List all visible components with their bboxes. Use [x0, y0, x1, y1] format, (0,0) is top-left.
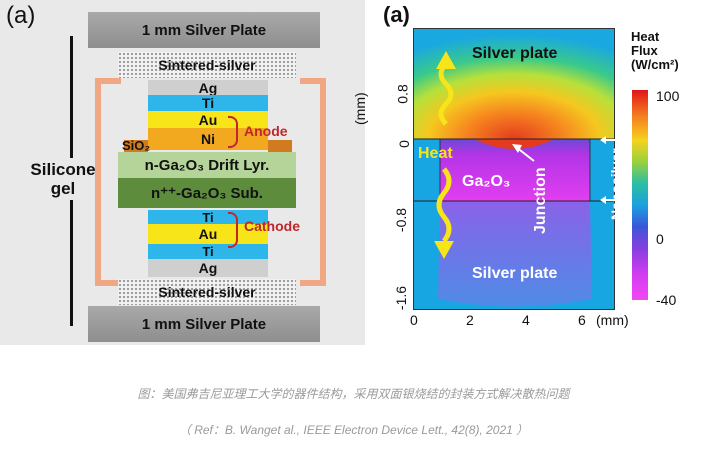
x-tick-0: 0 [410, 312, 418, 328]
substrate-layer: n⁺⁺-Ga₂O₃ Sub. [118, 178, 296, 208]
cathode-brace [228, 212, 238, 248]
au-bottom-layer: Au [148, 224, 268, 244]
right-bracket [300, 78, 326, 286]
bottom-sintered-silver: Sintered-silver [118, 279, 296, 305]
sio2-left-block [124, 140, 148, 152]
ti-bottom-layer-1: Ti [148, 210, 268, 225]
colorbar-tick-0: 0 [656, 231, 664, 247]
anode-brace [228, 116, 238, 148]
left-panel-label: (a) [6, 2, 36, 29]
cathode-label: Cathode [244, 218, 300, 234]
junction-hotspot [474, 139, 554, 149]
y-tick-0.8: 0.8 [394, 84, 411, 104]
anode-label: Anode [244, 123, 288, 139]
silicone-label-line1: Silicone [30, 160, 96, 179]
x-axis-unit: (mm) [596, 312, 629, 328]
ni-layer: Ni [148, 128, 268, 150]
colorbar-tick-neg40: -40 [656, 292, 677, 308]
nanosilver-arrow-top-head [600, 136, 606, 144]
silicone-label-line2: gel [50, 179, 76, 198]
sio2-label: SiO₂ [122, 138, 151, 153]
device-structure-panel: (a) Silicone gel 1 mm Silver Plate Sinte… [0, 0, 365, 345]
colorbar-title-line3: (W/cm²) [631, 57, 679, 72]
heat-flux-field [414, 29, 614, 309]
top-silver-plate: 1 mm Silver Plate [88, 12, 320, 48]
ga2o3-label: Ga₂O₃ [462, 173, 511, 190]
nanosilver-label: Nanosilver [608, 148, 624, 220]
figure-caption: 图：美国弗吉尼亚理工大学的器件结构，采用双面银烧结的封装方式解决散热问题 [137, 387, 570, 401]
y-tick-neg0.8: -0.8 [393, 207, 410, 233]
junction-pointer-head [512, 144, 522, 153]
colorbar-title-line1: Heat [631, 29, 660, 44]
silver-plate-bottom-label: Silver plate [472, 265, 558, 282]
y-tick-neg1.6: -1.6 [393, 285, 410, 311]
silver-plate-top-label: Silver plate [472, 45, 558, 62]
heat-arrow-down [436, 167, 452, 243]
au-top-layer: Au [148, 111, 268, 128]
sio2-right-block [268, 140, 292, 152]
right-panel-label: (a) [383, 2, 410, 27]
colorbar-tick-100: 100 [656, 88, 680, 104]
y-tick-0: 0 [395, 140, 412, 148]
x-tick-2: 2 [466, 312, 474, 328]
ag-bottom-layer: Ag [148, 259, 268, 277]
figure-reference: （ Ref：B. Wanget al., IEEE Electron Devic… [178, 423, 529, 437]
colorbar-title-line2: Flux [631, 43, 658, 58]
left-bracket [95, 78, 121, 286]
colorbar [632, 90, 648, 300]
nanosilver-arrow-bottom-head [600, 196, 606, 204]
junction-label: Junction [532, 167, 549, 234]
bottom-silver-plate: 1 mm Silver Plate [88, 306, 320, 342]
nanosilver-arrows [600, 136, 620, 204]
heat-arrow-up [438, 62, 454, 126]
y-axis-label: (mm) [352, 65, 368, 125]
x-tick-4: 4 [522, 312, 530, 328]
ti-bottom-layer-2: Ti [148, 244, 268, 259]
y-axis-unit: (mm) [352, 92, 368, 125]
x-tick-6: 6 [578, 312, 586, 328]
heat-flux-map: Silver plate Heat Ga₂O₃ Junction Silver … [413, 28, 615, 310]
heat-arrow-down-head [434, 241, 454, 259]
heat-label: Heat [418, 145, 453, 162]
top-sintered-silver: Sintered-silver [118, 52, 296, 78]
drift-layer: n-Ga₂O₃ Drift Lyr. [118, 152, 296, 178]
ti-top-layer: Ti [148, 95, 268, 111]
colorbar-title: Heat Flux (W/cm²) [631, 30, 679, 72]
heat-arrow-up-head [436, 51, 456, 69]
bottom-plate-flux [438, 201, 592, 307]
ag-top-layer: Ag [148, 80, 268, 96]
ga2o3-region [440, 139, 590, 201]
